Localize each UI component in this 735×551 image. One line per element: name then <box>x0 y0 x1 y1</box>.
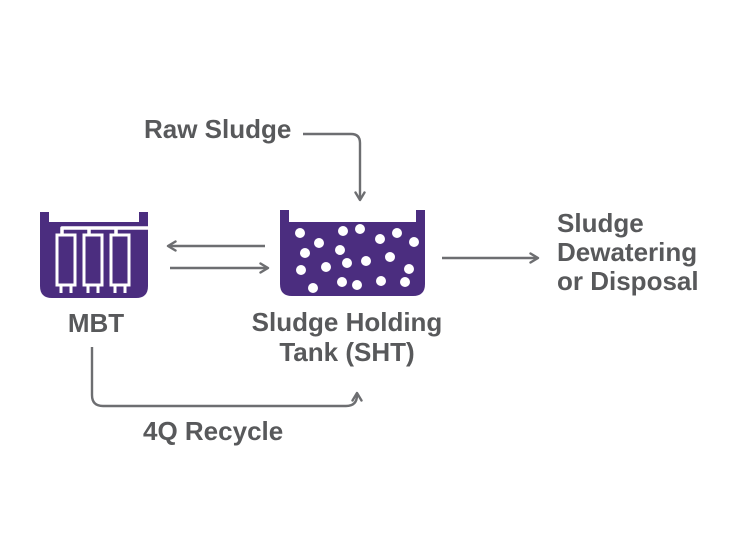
sht-sludge-particles <box>295 224 419 293</box>
dewatering-label: Sludge Dewatering or Disposal <box>557 209 699 296</box>
raw-sludge-inflow-arrow <box>303 132 366 202</box>
sht-label-line1: Sludge Holding <box>251 307 443 337</box>
mbt-membrane-cassette <box>55 233 77 287</box>
dewatering-label-line1: Sludge <box>557 208 644 238</box>
sht-label-line2: Tank (SHT) <box>279 337 415 367</box>
mbt-label: MBT <box>67 308 125 338</box>
recycle-arrow <box>90 347 363 408</box>
sludge-holding-tank-icon <box>280 210 425 296</box>
mbt-membrane-cassette <box>109 233 131 287</box>
mbt-cassette-legs <box>59 285 127 293</box>
dewatering-label-line3: or Disposal <box>557 266 699 296</box>
sht-label: Sludge Holding Tank (SHT) <box>231 307 463 367</box>
membrane-bioreactor-tank-icon <box>40 212 148 298</box>
raw-sludge-label: Raw Sludge <box>144 114 292 144</box>
dewatering-label-line2: Dewatering <box>557 237 698 267</box>
mbt-membrane-cassette <box>82 233 104 287</box>
sht-tank-body <box>280 210 425 296</box>
recycle-label: 4Q Recycle <box>143 416 284 446</box>
